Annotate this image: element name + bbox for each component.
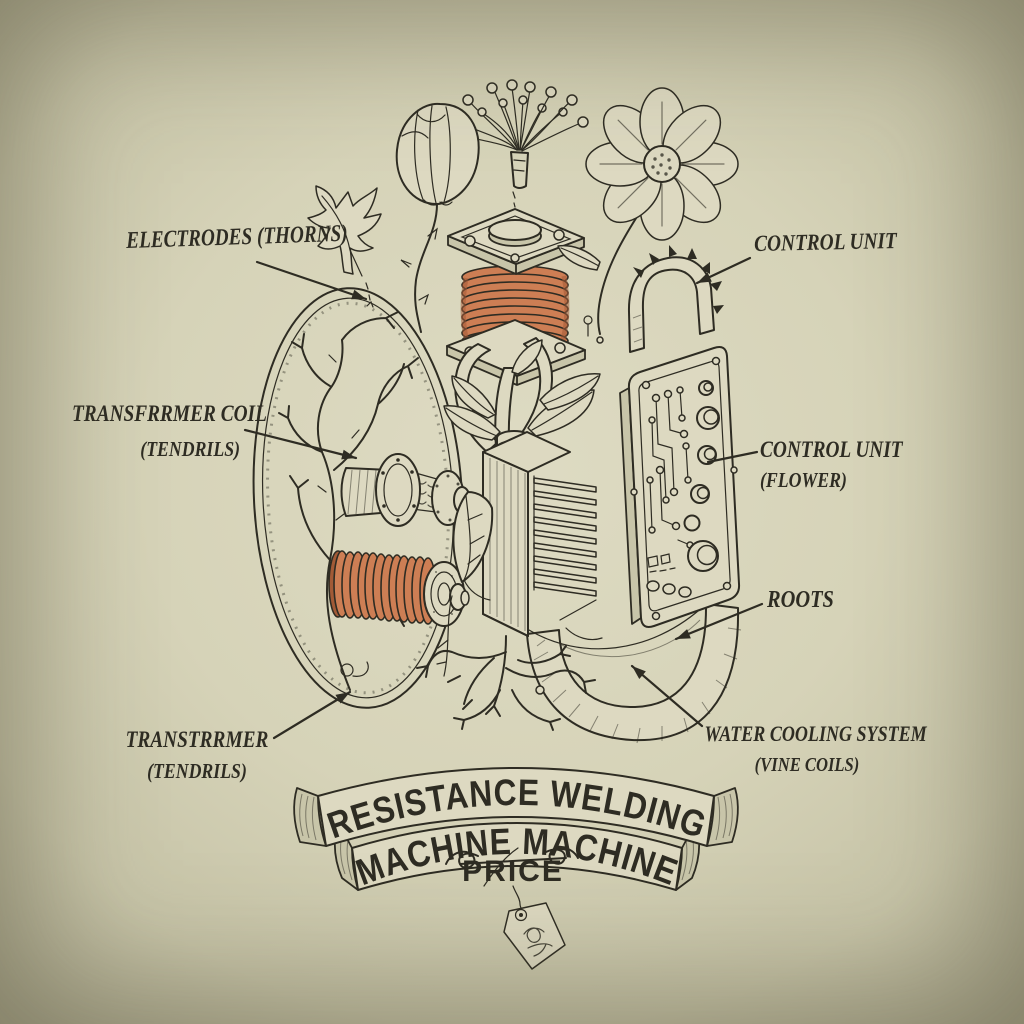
roots-illustration [416, 595, 603, 731]
jagged-leaf-illustration [307, 185, 382, 308]
label-transformer-coil-line1: TRANSFRRMER COIL [72, 401, 267, 426]
label-transformer-line2: (TENDRILS) [147, 759, 247, 784]
label-water-cooling-line2: (VINE COILS) [754, 754, 860, 776]
price-tag-illustration [503, 885, 566, 970]
label-transformer-coil-line2: (TENDRILS) [140, 437, 240, 462]
label-water-cooling: WATER COOLING SYSTEM (VINE COILS) [704, 717, 927, 780]
leader-lines [243, 256, 764, 740]
roots-leader-line [674, 602, 764, 641]
transformer-coil-illustration [328, 550, 470, 627]
label-transformer-coil: TRANSFRRMER COIL (TENDRILS) [72, 395, 267, 467]
label-roots-text: ROOTS [767, 587, 834, 613]
label-control-unit-flower-line2: (FLOWER) [760, 467, 847, 492]
label-control-unit: CONTROL UNIT [754, 228, 897, 257]
price-flourish [445, 846, 579, 887]
thorn-arch-illustration [627, 245, 724, 353]
label-control-unit-text: CONTROL UNIT [754, 228, 897, 256]
label-control-unit-flower: CONTROL UNIT (FLOWER) [760, 434, 903, 495]
label-transformer: TRANSTRRMER (TENDRILS) [126, 723, 269, 787]
price-label: PRICE [462, 855, 564, 888]
control-unit-flower-leader-line [706, 450, 759, 464]
open-flower-illustration [557, 87, 739, 344]
electrodes-leader-line [255, 260, 368, 301]
control-unit-leader-line [695, 256, 752, 285]
control-panel-illustration [619, 346, 741, 628]
label-water-cooling-line1: WATER COOLING SYSTEM [704, 721, 927, 746]
label-control-unit-flower-line1: CONTROL UNIT [760, 437, 903, 462]
label-roots: ROOTS [767, 587, 834, 614]
bud-flower-illustration [395, 102, 480, 333]
plant-heatsink-illustration [443, 315, 601, 637]
transformer-leader-line [272, 690, 352, 740]
water-cooling-leader-line [630, 664, 704, 728]
transformer-coil-leader-line [243, 428, 358, 460]
label-transformer-line1: TRANSTRRMER [125, 727, 269, 752]
top-coil-illustration [446, 208, 586, 386]
